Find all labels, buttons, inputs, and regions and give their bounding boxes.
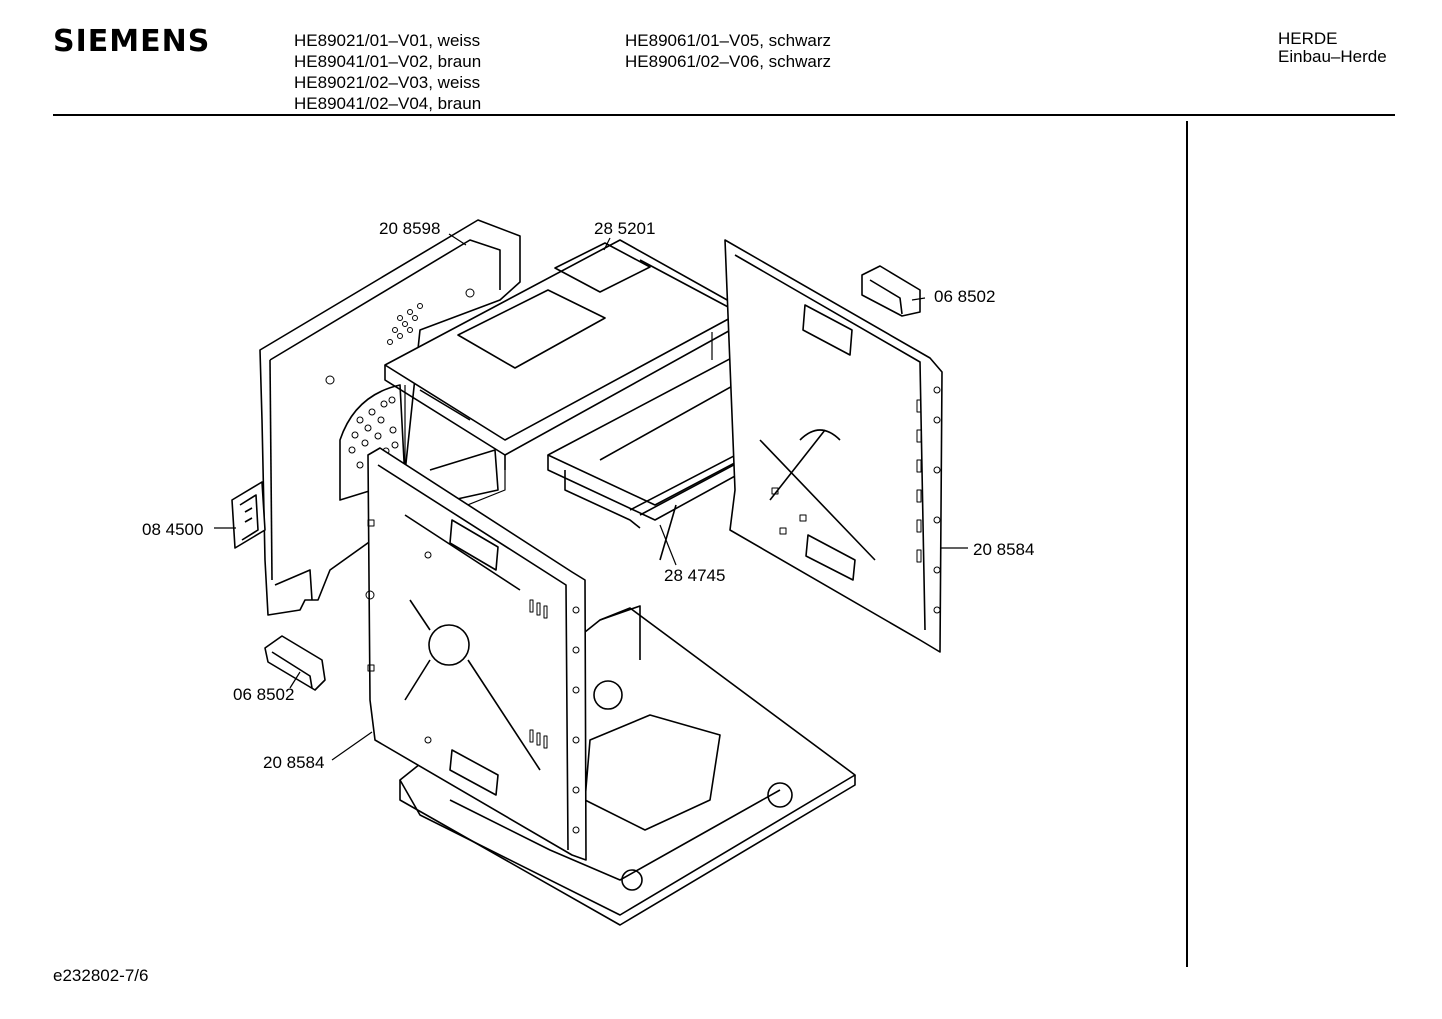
drawing-id: e232802-7/6 [53,966,149,985]
part-label-rear-wall: 20 8598 [379,219,441,238]
model-entry: HE89021/01–V01, weiss [294,31,481,50]
category-sub: Einbau–Herde [1278,47,1387,66]
model-list-1: HE89021/01–V01, weiss HE89041/01–V02, br… [294,30,481,114]
part-label-side-wall-right: 20 8584 [973,540,1035,559]
model-list-2: HE89061/01–V05, schwarz HE89061/02–V06, … [625,30,831,72]
sidebar-divider [1186,121,1188,967]
model-entry: HE89061/01–V05, schwarz [625,31,832,50]
category: HERDE Einbau–Herde [1278,30,1387,66]
part-label-top-panel: 28 5201 [594,219,656,238]
part-label-handle-right: 06 8502 [934,287,996,306]
brand-logo: SIEMENS [53,24,211,59]
category-main: HERDE [1278,29,1338,48]
part-label-handle-left: 06 8502 [233,685,295,704]
model-entry: HE89041/01–V02, braun [294,52,482,71]
part-label-side-bracket: 08 4500 [142,520,204,539]
handle-right-part [861,265,921,317]
model-entry: HE89041/02–V04, braun [294,94,482,113]
model-entry: HE89061/02–V06, schwarz [625,52,832,71]
part-label-rail: 28 4745 [664,566,726,585]
part-label-side-wall-left: 20 8584 [263,753,325,772]
side-bracket-part [231,481,266,549]
bottom-panel-part [399,605,856,926]
header-divider [53,114,1395,116]
leader-lines [214,233,968,761]
rear-wall-part [259,219,521,616]
side-wall-left-part [365,447,587,861]
model-entry: HE89021/02–V03, weiss [294,73,481,92]
handle-left-part [264,635,326,691]
side-wall-right-part [724,239,943,653]
